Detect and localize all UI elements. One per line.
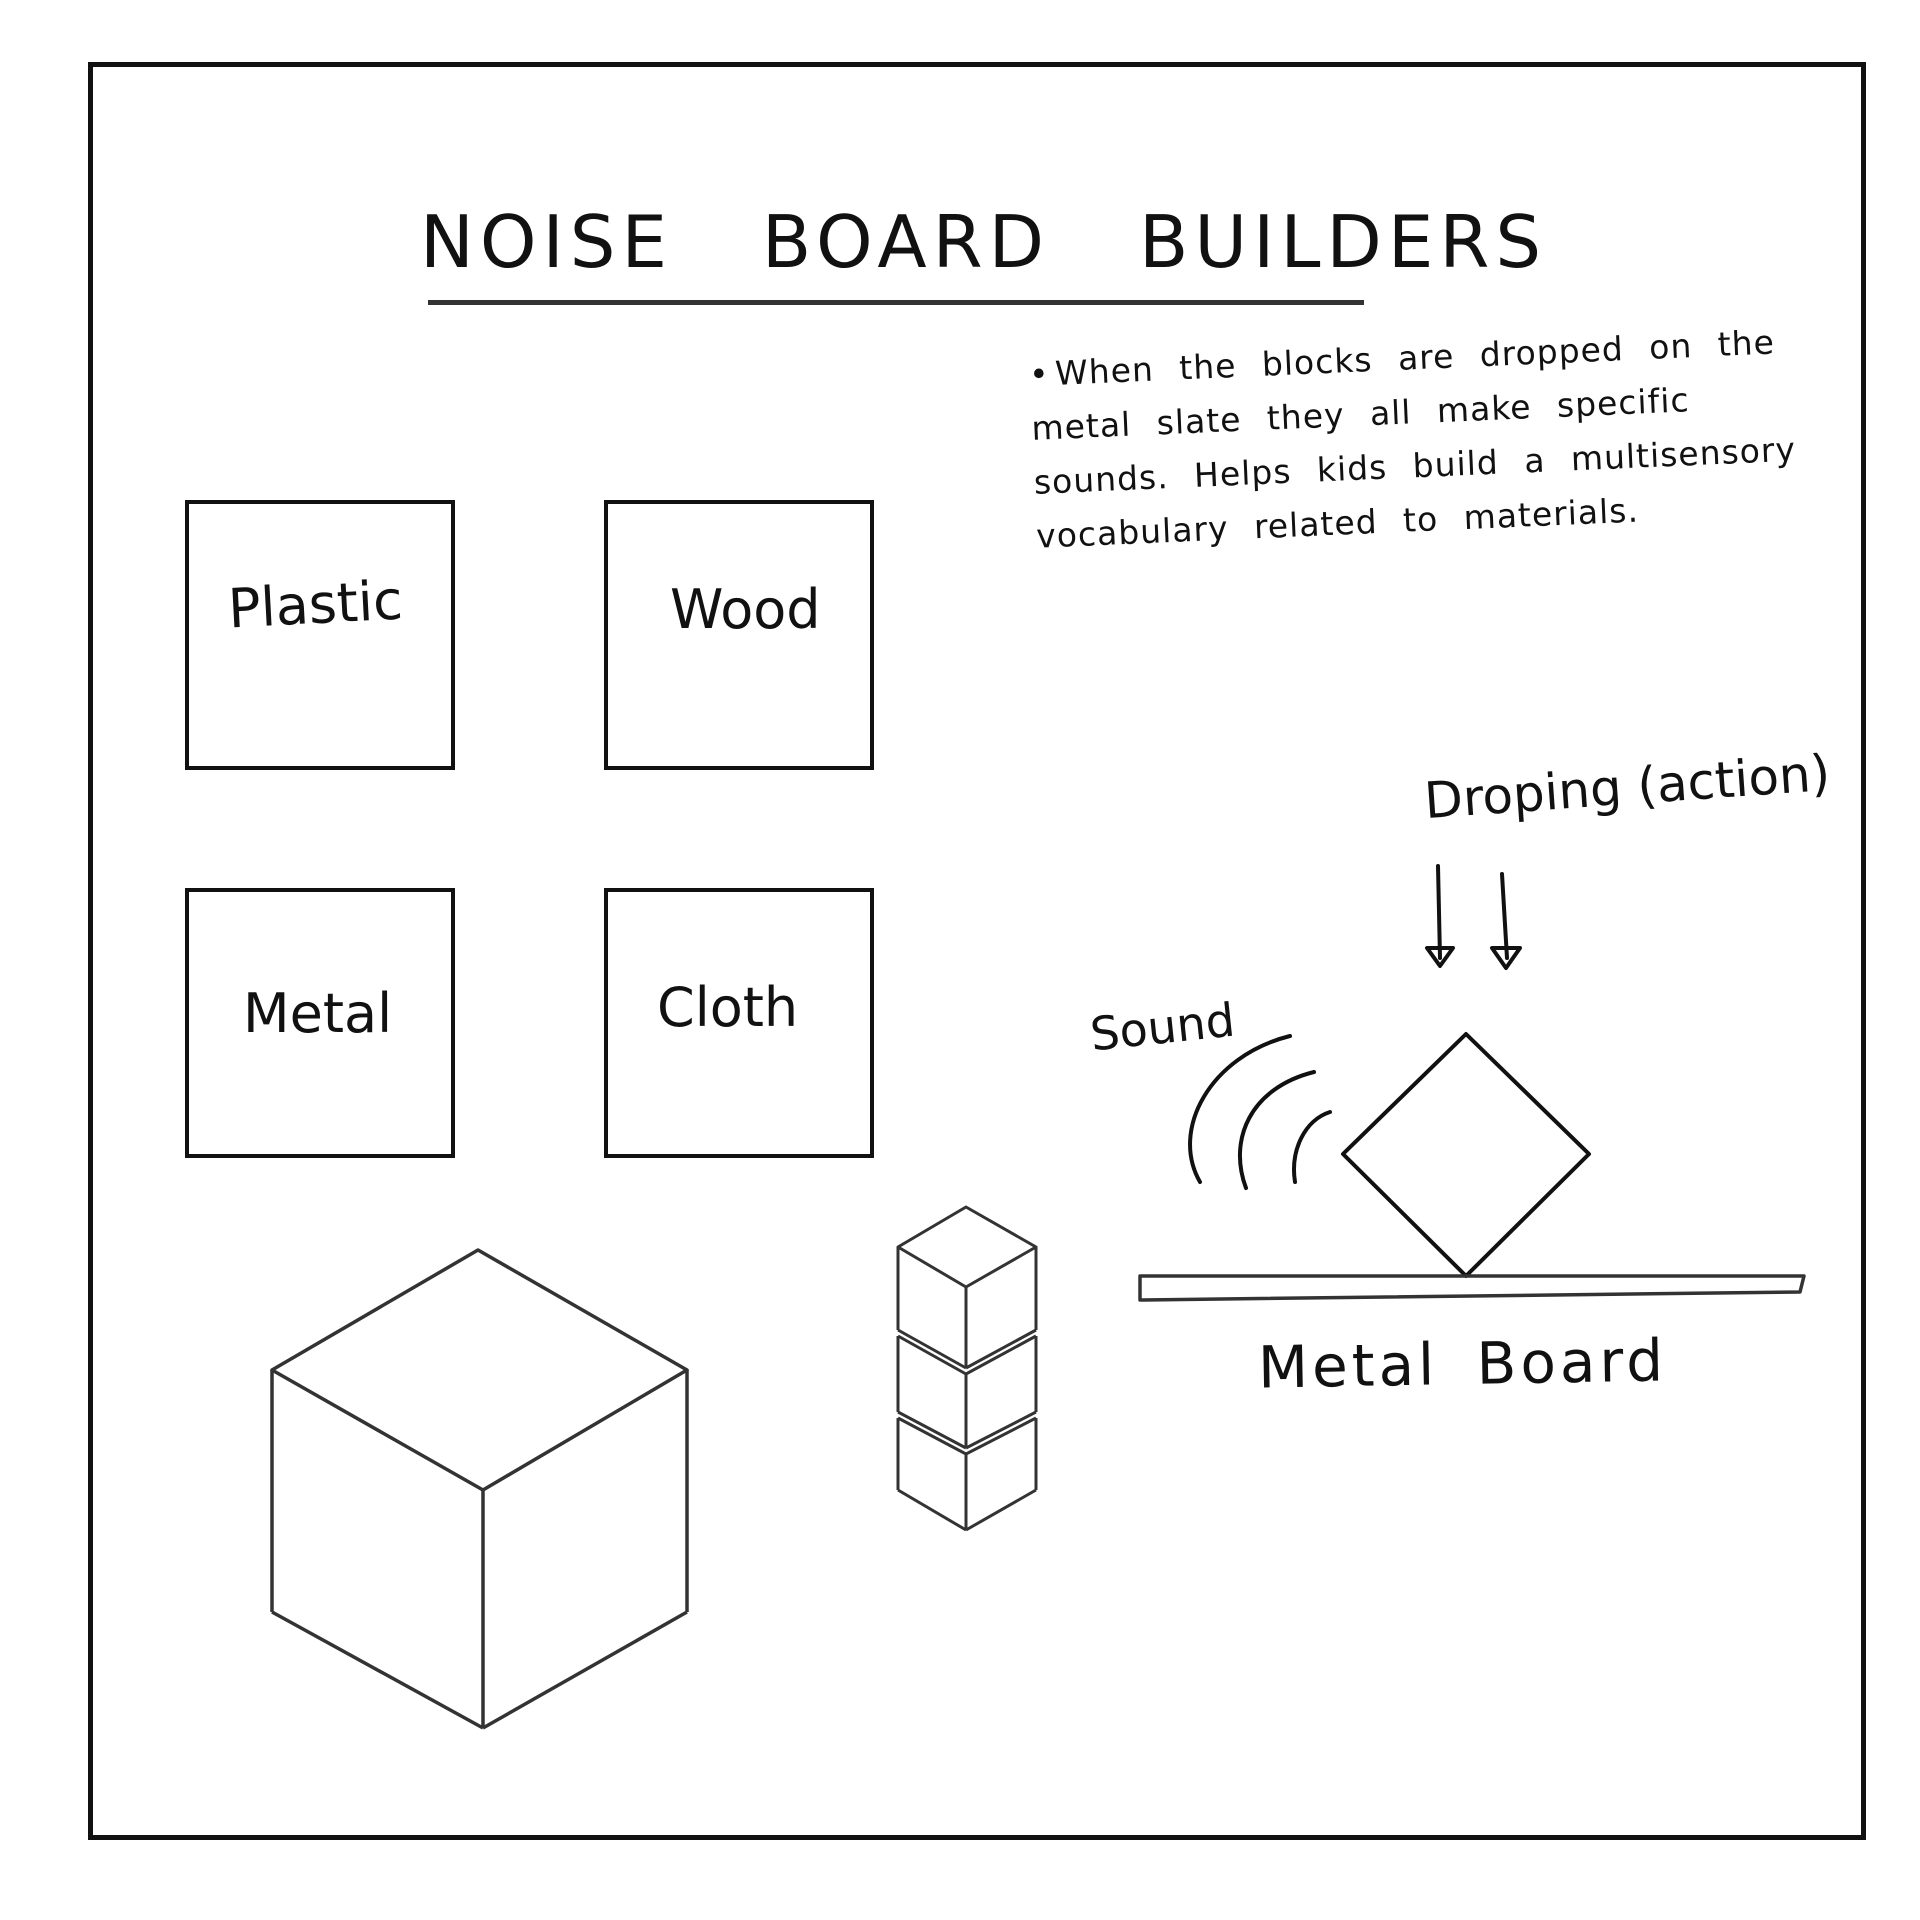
material-box-metal (185, 888, 455, 1158)
material-box-cloth (604, 888, 874, 1158)
large-cube-icon (270, 1248, 689, 1730)
sound-waves-icon (1188, 1034, 1332, 1190)
material-box-wood (604, 500, 874, 770)
material-label-cloth: Cloth (657, 976, 799, 1039)
page-frame (88, 62, 1866, 1840)
material-label-wood: Wood (670, 578, 821, 641)
page-title: NOISE BOARD BUILDERS (420, 200, 1548, 284)
dropping-block-icon (1341, 1032, 1591, 1278)
stacked-cubes-icon (896, 1205, 1038, 1532)
title-underline (428, 300, 1364, 305)
material-label-metal: Metal (243, 982, 393, 1045)
metal-board-label: Metal Board (1257, 1326, 1668, 1402)
metal-board-icon (1138, 1274, 1806, 1302)
material-box-plastic (185, 500, 455, 770)
down-arrow-icon (1425, 864, 1455, 968)
down-arrow-icon-2 (1490, 872, 1522, 970)
